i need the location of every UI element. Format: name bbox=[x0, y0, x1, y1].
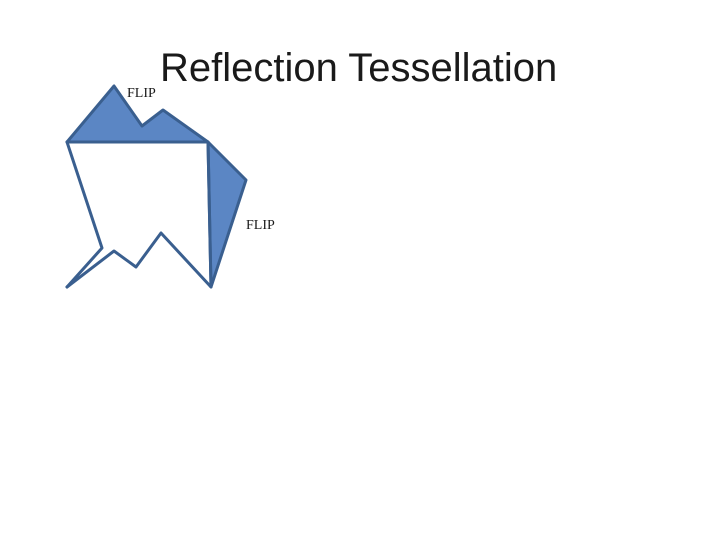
original-tile-outline bbox=[65, 140, 213, 289]
flip-label-top: FLIP bbox=[127, 86, 156, 101]
flipped-right-piece bbox=[206, 140, 248, 289]
flipped-top-piece bbox=[65, 84, 210, 144]
flip-label-right: FLIP bbox=[246, 218, 275, 233]
left-cut-edge bbox=[65, 140, 104, 289]
slide-title: Reflection Tessellation bbox=[160, 46, 558, 90]
